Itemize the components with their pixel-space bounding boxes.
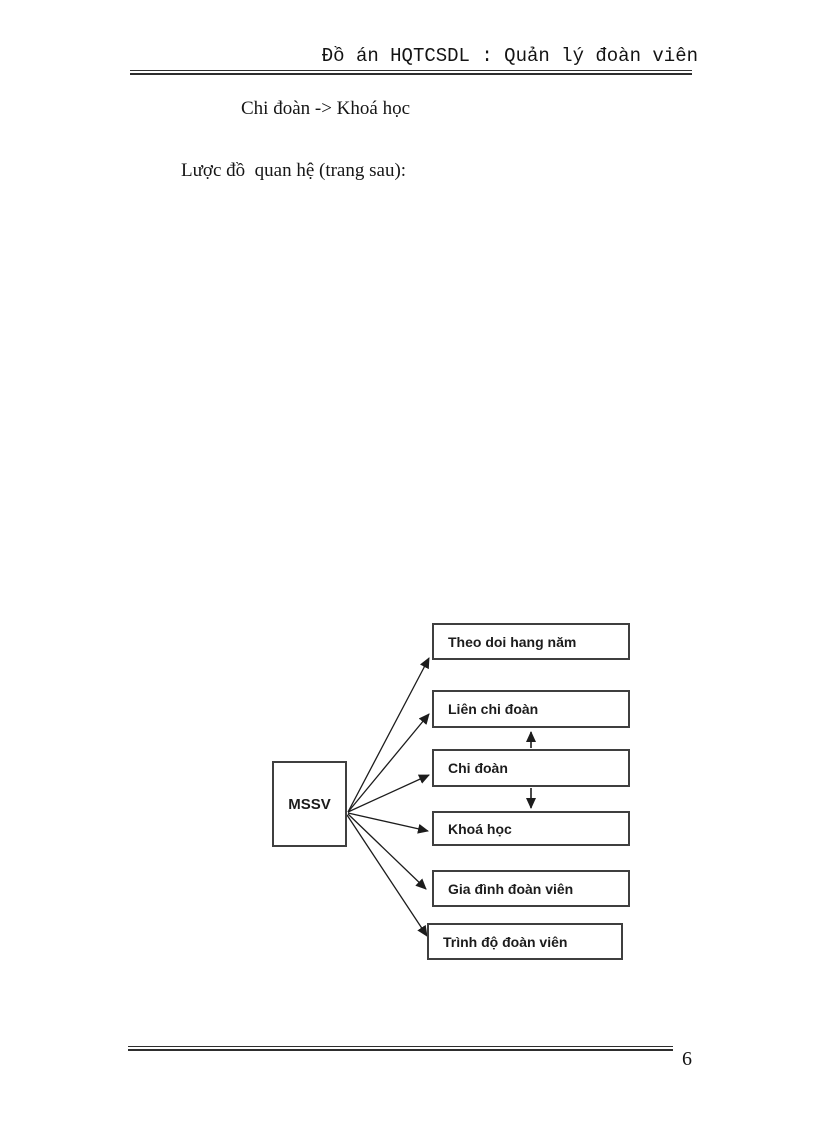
relationship-arrows bbox=[346, 657, 536, 937]
diagram-box-mssv: MSSV bbox=[272, 761, 347, 847]
relation-schema-diagram: MSSV Theo doi hang năm Liên chi đoàn Chi… bbox=[0, 600, 816, 980]
page-header-title: Đồ án HQTCSDL : Quản lý đoàn viên bbox=[321, 45, 698, 67]
footer-rule bbox=[128, 1046, 673, 1051]
diagram-box-lien-chi-doan: Liên chi đoàn bbox=[432, 690, 630, 728]
dependency-line: Chi đoàn -> Khoá học bbox=[241, 98, 411, 119]
diagram-box-chi-doan: Chi đoàn bbox=[432, 749, 630, 787]
diagram-box-khoa-hoc: Khoá học bbox=[432, 811, 630, 846]
diagram-box-trinh-do-doan-vien: Trình độ đoàn viên bbox=[427, 923, 623, 960]
diagram-box-theo-doi-hang-nam: Theo doi hang năm bbox=[432, 623, 630, 660]
page-number: 6 bbox=[682, 1048, 692, 1070]
diagram-box-gia-dinh-doan-vien: Gia đình đoàn viên bbox=[432, 870, 630, 907]
header-rule bbox=[130, 70, 692, 75]
relation-schema-caption: Lược đồ quan hệ (trang sau): bbox=[181, 160, 407, 181]
